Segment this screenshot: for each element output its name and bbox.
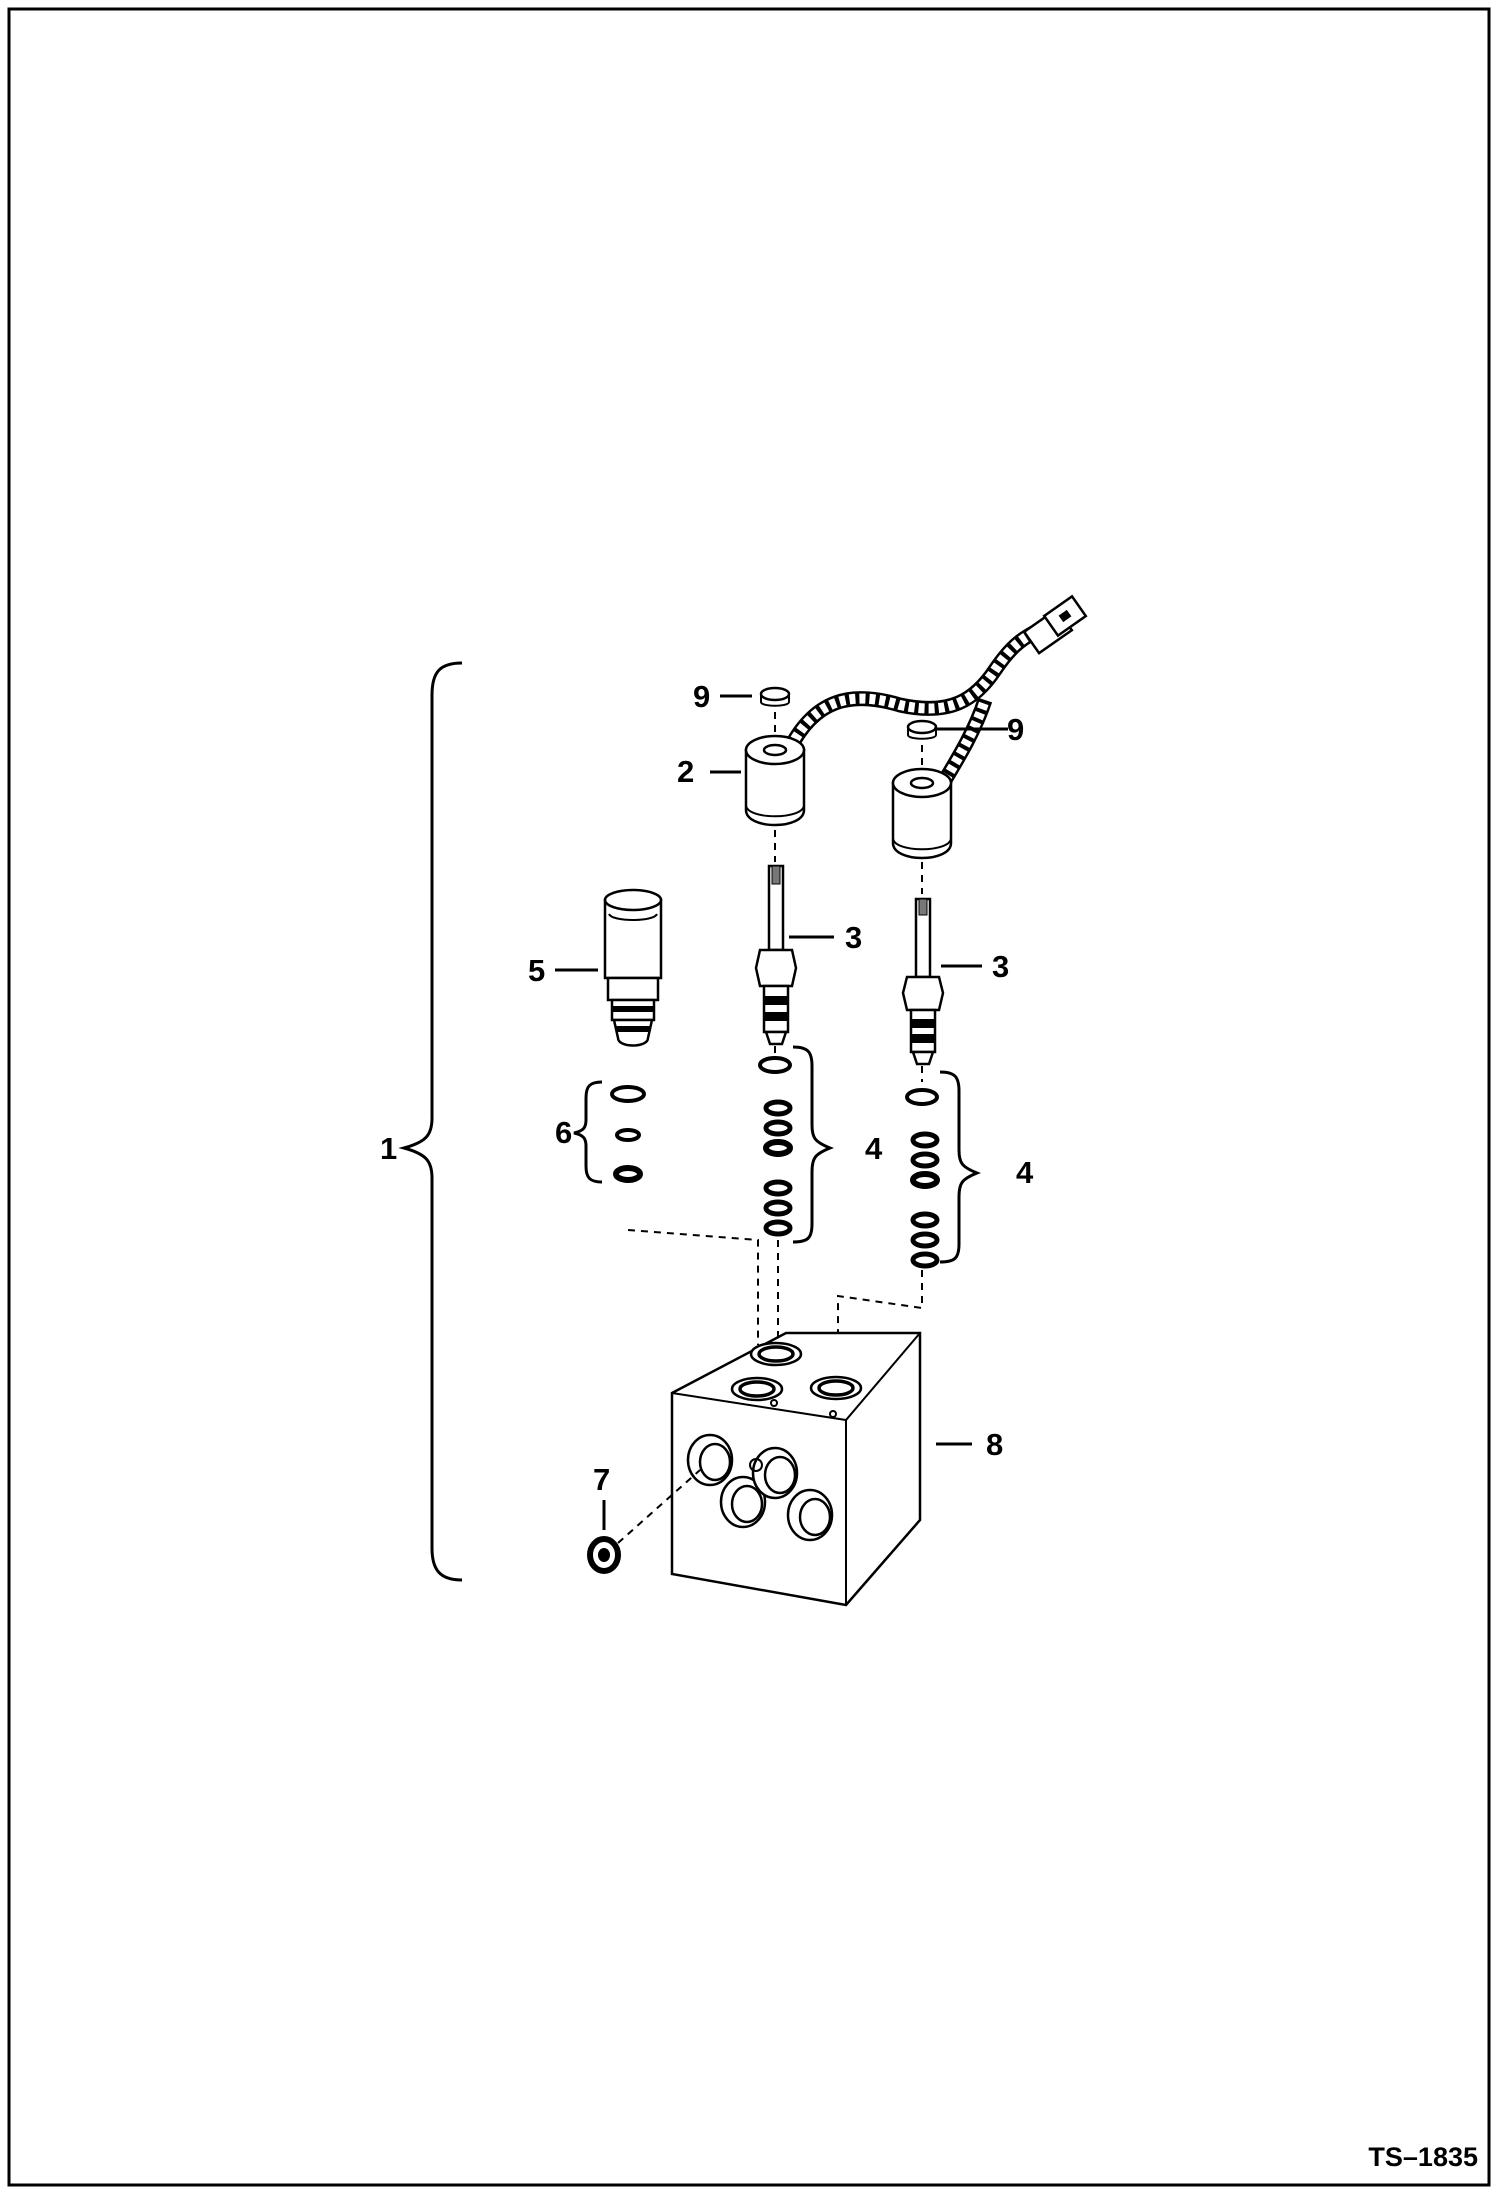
- cartridge-valve-right-icon: [901, 897, 945, 1066]
- valve-block-icon: [670, 1331, 922, 1607]
- callout-8: 8: [986, 1427, 1003, 1462]
- callout-9-left: 9: [693, 679, 710, 714]
- callout-3-right: 3: [992, 949, 1009, 984]
- nut-right-icon: [906, 719, 938, 740]
- callout-5: 5: [528, 953, 545, 988]
- drawing-code: TS–1835: [1368, 2142, 1478, 2172]
- plug-icon: [587, 1536, 621, 1574]
- wiring-harness: [783, 594, 1088, 784]
- callout-9-right: 9: [1007, 712, 1024, 747]
- harness-connector: [1022, 594, 1088, 655]
- assembly-brace: [398, 661, 463, 1582]
- callout-1: 1: [380, 1131, 397, 1166]
- nut-left-icon: [759, 686, 791, 707]
- callout-4-left: 4: [865, 1131, 883, 1166]
- seal-kit-4-left-icon: [758, 1045, 835, 1244]
- callout-2: 2: [677, 754, 694, 789]
- seal-kit-6-icon: [573, 1080, 646, 1184]
- callout-3-left: 3: [845, 920, 862, 955]
- cartridge-valve-left-icon: [754, 864, 798, 1046]
- solenoid-coil-left-icon: [744, 734, 806, 827]
- solenoid-coil-right-icon: [891, 767, 953, 860]
- seal-kit-4-right-icon: [905, 1070, 982, 1269]
- callout-7: 7: [593, 1462, 610, 1497]
- callout-4-right: 4: [1016, 1155, 1034, 1190]
- relief-cartridge-icon: [603, 888, 663, 1047]
- callout-6: 6: [555, 1115, 572, 1150]
- page-border: [7, 7, 1491, 2187]
